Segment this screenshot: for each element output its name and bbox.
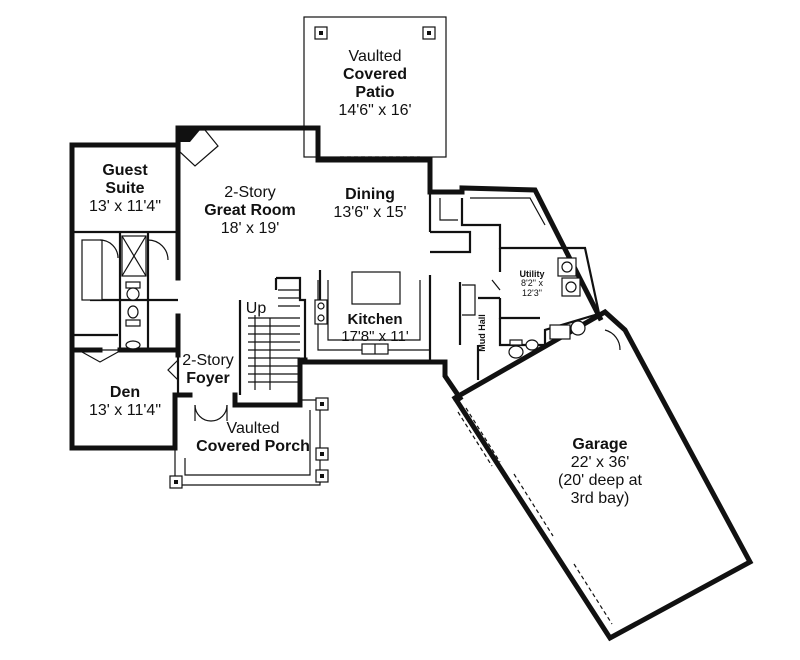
guest-suite-label: Guest Suite 13' x 11'4" <box>89 162 161 216</box>
utility-size1: 8'2" x <box>521 278 543 289</box>
great-room-label: 2-Story Great Room 18' x 19' <box>204 184 296 238</box>
den-size: 13' x 11'4" <box>89 401 161 419</box>
guest-suite-size: 13' x 11'4" <box>89 197 161 215</box>
great-room-size: 18' x 19' <box>220 219 280 237</box>
patio-size: 14'6" x 16' <box>338 101 412 119</box>
porch-outline <box>169 397 329 489</box>
kitchen-name: Kitchen <box>347 311 403 328</box>
interior-walls <box>72 192 606 395</box>
guest-suite-line2: Suite <box>105 179 145 197</box>
utility-label: Utility 8'2" x 12'3" <box>519 269 545 298</box>
patio-label: Vaulted Covered Patio 14'6" x 16' <box>338 48 411 120</box>
den-name: Den <box>109 384 141 401</box>
patio-line2: Covered <box>342 65 408 83</box>
foyer-line2: Foyer <box>186 369 230 387</box>
great-room-line1: 2-Story <box>224 184 276 201</box>
guest-suite-line1: Guest <box>102 162 148 179</box>
garage-note2: 3rd bay) <box>570 489 630 507</box>
mud-hall-label: Mud Hall <box>477 314 487 352</box>
great-room-line2: Great Room <box>204 201 296 219</box>
exterior-walls <box>69 125 754 642</box>
fixtures <box>81 129 621 629</box>
utility-name: Utility <box>519 269 545 279</box>
den-label: Den 13' x 11'4" <box>89 384 161 420</box>
garage-note1: (20' deep at <box>557 471 643 489</box>
utility-size2: 12'3" <box>522 287 542 298</box>
patio-line3: Patio <box>355 83 395 101</box>
patio-line1: Vaulted <box>348 48 402 65</box>
porch-label: Vaulted Covered Porch <box>196 420 310 456</box>
staircase <box>248 289 300 390</box>
garage-name: Garage <box>572 436 628 453</box>
stairs-up-label: Up <box>245 300 267 317</box>
porch-line1: Vaulted <box>226 420 280 437</box>
dining-size: 13'6" x 15' <box>333 203 407 221</box>
porch-line2: Covered Porch <box>196 437 310 455</box>
garage-size: 22' x 36' <box>570 453 630 471</box>
dining-label: Dining 13'6" x 15' <box>333 186 406 222</box>
foyer-label: 2-Story Foyer <box>182 352 234 388</box>
dining-name: Dining <box>345 186 395 203</box>
garage-label: Garage 22' x 36' (20' deep at 3rd bay) <box>558 436 642 508</box>
kitchen-size: 17'8" x 11' <box>341 327 409 345</box>
foyer-line1: 2-Story <box>182 352 234 369</box>
kitchen-label: Kitchen 17'8" x 11' <box>341 311 409 346</box>
